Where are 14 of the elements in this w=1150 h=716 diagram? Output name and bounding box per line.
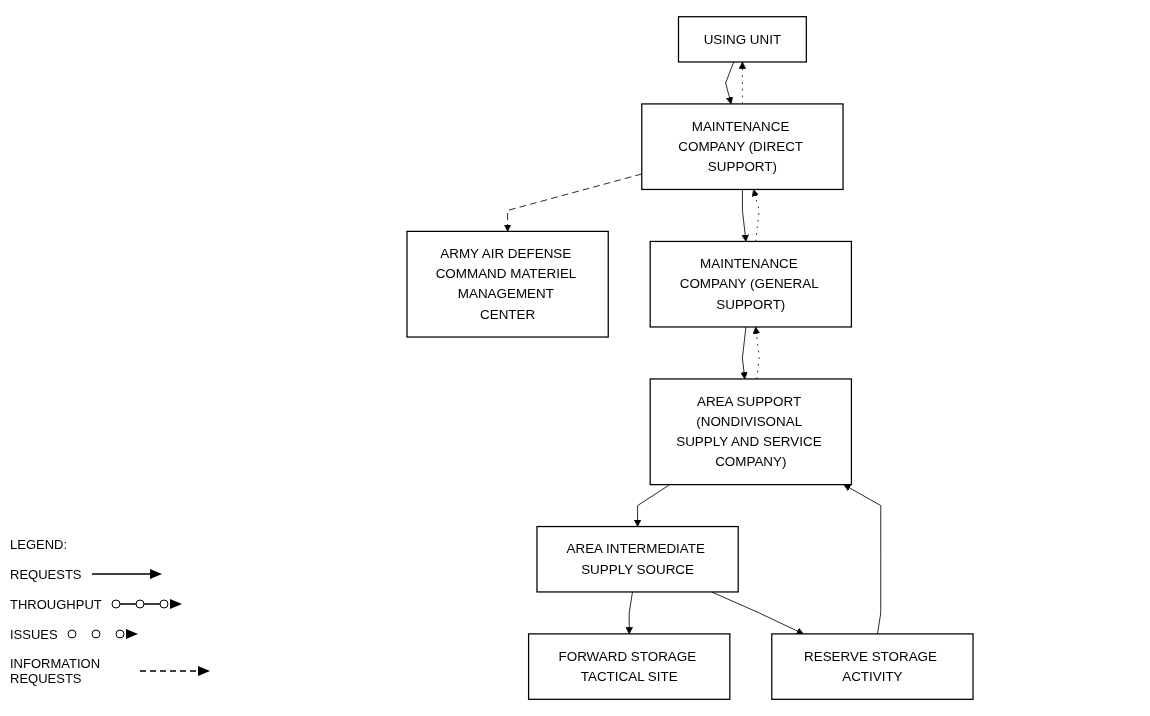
legend-text: THROUGHPUT <box>10 596 102 612</box>
node-box <box>406 230 609 338</box>
node-box <box>771 633 974 700</box>
node-box <box>536 525 739 593</box>
node-box <box>649 240 853 328</box>
node-box <box>649 378 853 486</box>
flowchart: USING UNIT MAINTENANCE COMPANY (DIRECT SUPPORT) ARMY AIR DEFENSE COMMAND MATERIEL MANAGEMENT CENTER MAINTENANCE COMPANY (GENERAL SUPPORT) AREA SUPPORT (NONDIVISONAL SUPPLY AND SERVICE COMPANY) AREA INTERMEDIATE SUPPLY SOURCE FORWARD STORAGE TACTICAL SITE RESERVE STORAGE ACTIVITY <box>240 10 1140 706</box>
node-box <box>641 103 844 191</box>
node-box <box>527 633 731 700</box>
legend-heading: LEGEND: <box>10 537 69 552</box>
legend-text: INFORMATION REQUESTS <box>10 656 102 686</box>
node-box <box>677 16 807 63</box>
legend-text: ISSUES <box>10 626 58 642</box>
legend-text: REQUESTS <box>10 566 82 582</box>
